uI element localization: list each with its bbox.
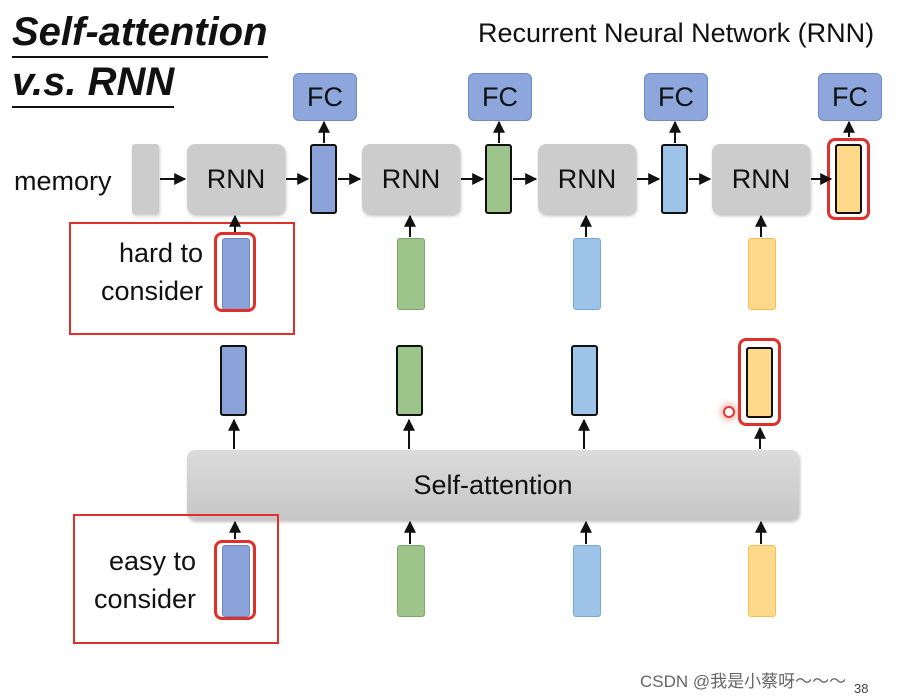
rnn-hidden-vector-4 bbox=[835, 144, 862, 214]
title-line-2: v.s. RNN bbox=[12, 60, 175, 108]
rnn-hidden-vector-1 bbox=[310, 144, 337, 214]
fc-box-label: FC bbox=[658, 81, 694, 112]
rnn-box-label: RNN bbox=[206, 163, 266, 194]
fc-box-4: FC bbox=[818, 73, 882, 121]
watermark: CSDN @我是小蔡呀～～～ bbox=[640, 672, 847, 691]
sa-input-vector-4 bbox=[748, 545, 776, 617]
highlight-sa-input bbox=[214, 540, 256, 620]
easy-to-consider-label: easy to consider bbox=[74, 542, 196, 618]
rnn-hidden-vector-3 bbox=[661, 144, 688, 214]
rnn-heading: Recurrent Neural Network (RNN) bbox=[478, 18, 875, 48]
easy-label-line-2: consider bbox=[93, 584, 196, 614]
self-attention-label: Self-attention bbox=[413, 469, 573, 500]
hard-label-line-1: hard to bbox=[118, 238, 203, 268]
rnn-input-vector-2 bbox=[397, 238, 425, 310]
fc-box-1: FC bbox=[293, 73, 357, 121]
rnn-input-vector-1 bbox=[222, 238, 250, 310]
rnn-hidden-vector-2 bbox=[485, 144, 512, 214]
page-number: 38 bbox=[854, 681, 869, 696]
rnn-box-label: RNN bbox=[731, 163, 791, 194]
easy-label-line-1: easy to bbox=[108, 546, 196, 576]
fc-box-3: FC bbox=[644, 73, 708, 121]
hard-label-line-2: consider bbox=[100, 276, 203, 306]
rnn-box-4: RNN bbox=[712, 144, 810, 214]
hard-to-consider-frame bbox=[69, 222, 295, 335]
rnn-box-2: RNN bbox=[362, 144, 460, 214]
sa-output-vector-1 bbox=[220, 345, 247, 416]
highlight-rnn-input bbox=[214, 232, 256, 312]
rnn-box-label: RNN bbox=[381, 163, 441, 194]
rnn-input-vector-3 bbox=[573, 238, 601, 310]
fc-box-label: FC bbox=[832, 81, 868, 112]
fc-box-label: FC bbox=[307, 81, 343, 112]
rnn-box-3: RNN bbox=[538, 144, 636, 214]
sa-output-vector-2 bbox=[396, 345, 423, 416]
title-line-1: Self-attention bbox=[12, 10, 268, 58]
sa-output-vector-4 bbox=[746, 347, 773, 418]
fc-box-2: FC bbox=[468, 73, 532, 121]
sa-input-vector-3 bbox=[573, 545, 601, 617]
sa-input-vector-2 bbox=[397, 545, 425, 617]
sa-output-vector-3 bbox=[571, 345, 598, 416]
fc-box-label: FC bbox=[482, 81, 518, 112]
self-attention-block: Self-attention bbox=[187, 450, 799, 520]
sa-input-vector-1 bbox=[222, 545, 250, 617]
highlight-sa-output bbox=[738, 338, 781, 426]
hard-to-consider-label: hard to consider bbox=[70, 234, 203, 310]
easy-to-consider-frame bbox=[73, 514, 279, 644]
memory-label: memory bbox=[14, 166, 112, 196]
laser-pointer bbox=[723, 406, 735, 418]
rnn-box-1: RNN bbox=[187, 144, 285, 214]
rnn-input-vector-4 bbox=[748, 238, 776, 310]
memory-cell bbox=[132, 144, 159, 214]
rnn-box-label: RNN bbox=[557, 163, 617, 194]
